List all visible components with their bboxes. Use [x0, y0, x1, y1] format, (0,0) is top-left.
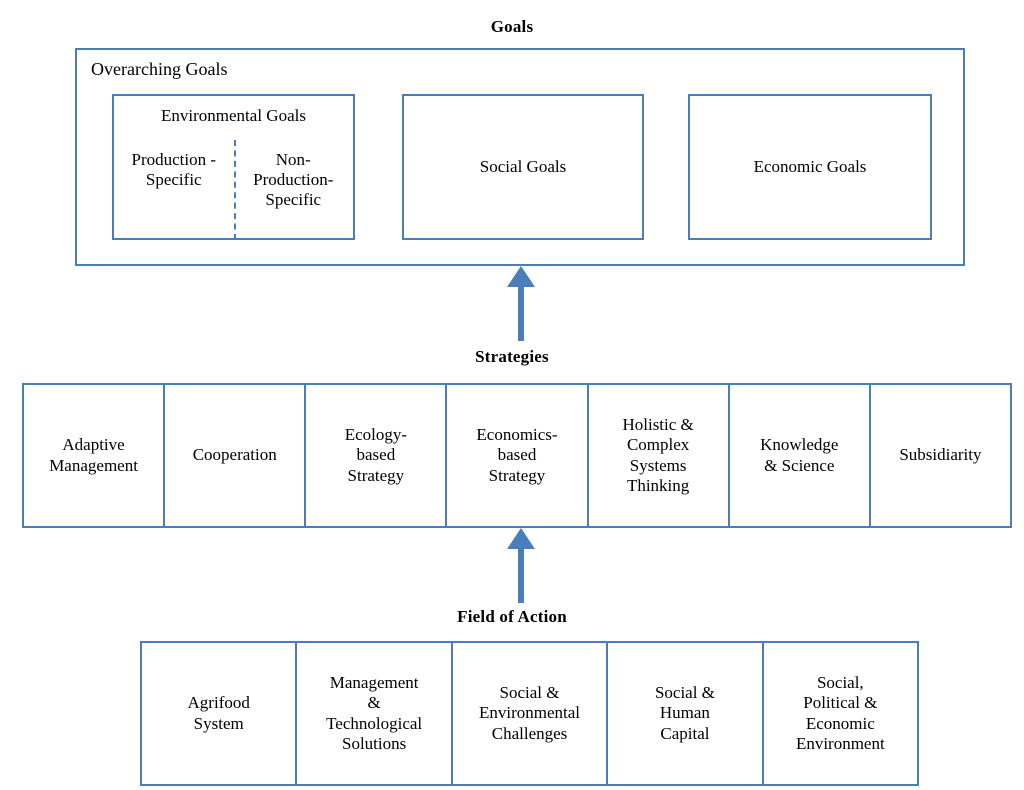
production-specific-label: Production -Specific [131, 150, 217, 190]
economic-goals-label: Economic Goals [753, 156, 867, 176]
field-cell-agrifood-system[interactable]: Agrifood System [140, 641, 298, 786]
non-production-specific-label: Non- Production- Specific [253, 150, 334, 210]
overarching-goals-label: Overarching Goals [91, 59, 228, 79]
overarching-goals-container: Overarching Goals Environmental Goals Pr… [75, 48, 965, 266]
field-cell-management-technological-solutions[interactable]: Management & Technological Solutions [295, 641, 453, 786]
environmental-divider-dashed [233, 140, 236, 240]
economic-goals-box: Economic Goals [688, 94, 932, 240]
field-cell-social-political-economic-environment[interactable]: Social, Political & Economic Environment [761, 641, 920, 786]
strategy-cell-subsidiarity[interactable]: Subsidiarity [868, 383, 1012, 528]
environmental-goals-box: Environmental Goals Production -Specific… [112, 94, 355, 240]
social-goals-label: Social Goals [479, 156, 567, 176]
strategy-cell-adaptive-management[interactable]: Adaptive Management [22, 383, 166, 528]
heading-field-of-action: Field of Action [457, 607, 567, 626]
environmental-goals-title: Environmental Goals [161, 106, 306, 125]
strategy-cell-holistic-complex-systems-thinking[interactable]: Holistic & Complex Systems Thinking [586, 383, 730, 528]
field-cell-social-environmental-challenges[interactable]: Social & Environmental Challenges [450, 641, 609, 786]
strategy-cell-knowledge-and-science[interactable]: Knowledge & Science [727, 383, 871, 528]
strategy-cell-ecology-based-strategy[interactable]: Ecology- based Strategy [304, 383, 448, 528]
heading-strategies: Strategies [475, 347, 549, 366]
strategy-cell-economics-based-strategy[interactable]: Economics- based Strategy [445, 383, 589, 528]
heading-goals: Goals [490, 17, 534, 36]
strategy-cell-cooperation[interactable]: Cooperation [163, 383, 307, 528]
strategies-row: Adaptive Management Cooperation Ecology-… [22, 383, 1012, 528]
social-goals-box: Social Goals [402, 94, 644, 240]
field-cell-social-human-capital[interactable]: Social & Human Capital [606, 641, 764, 786]
arrow-strategies-to-goals-icon [507, 266, 535, 341]
field-of-action-row: Agrifood System Management & Technologic… [140, 641, 920, 786]
arrow-field-to-strategies-icon [507, 528, 535, 603]
